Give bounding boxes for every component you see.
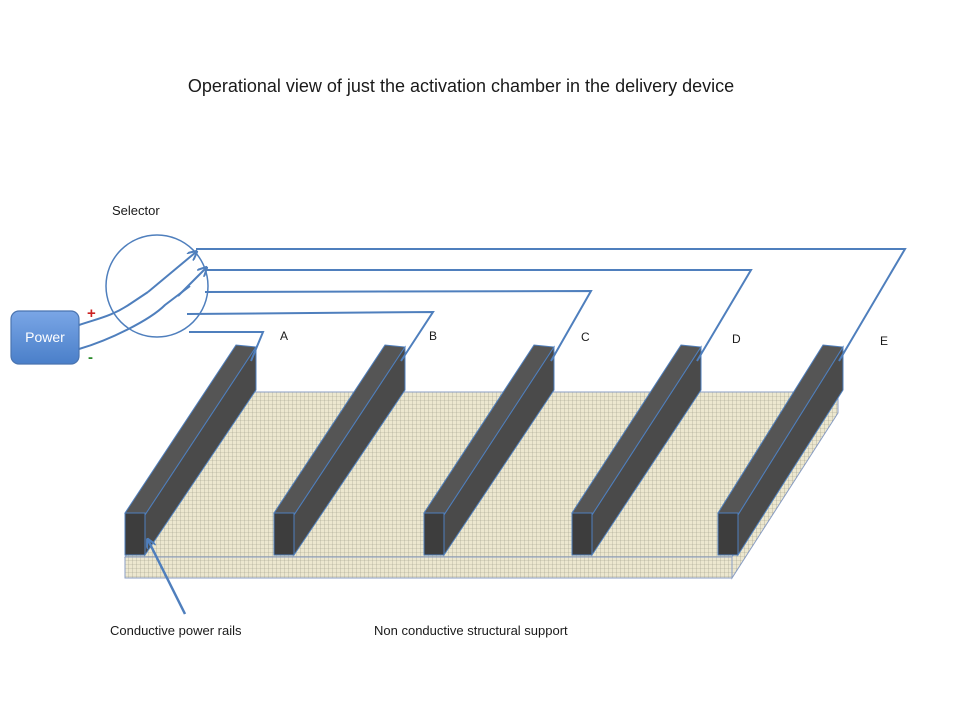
- wire-to-rail-a: [189, 331, 265, 362]
- selector-arm-positive: [147, 252, 196, 293]
- power-positive-lead: [78, 291, 149, 326]
- rail-label-b: B: [429, 329, 437, 343]
- conductive-rails: [124, 344, 844, 557]
- conductive-rails-label: Conductive power rails: [110, 623, 242, 638]
- rail-a: [124, 344, 257, 557]
- rail-b-front-face: [273, 512, 295, 556]
- selector-circle: [105, 234, 209, 338]
- rail-label-d: D: [732, 332, 741, 346]
- rail-a-front-face: [124, 512, 146, 556]
- structural-support-label: Non conductive structural support: [374, 623, 568, 638]
- wire-to-rail-d: [206, 269, 753, 362]
- rail-d: [571, 344, 702, 557]
- negative-terminal-sign: -: [88, 349, 93, 366]
- power-label: Power: [25, 329, 65, 345]
- rail-d-front-face: [571, 512, 593, 556]
- rail-label-c: C: [581, 330, 590, 344]
- power-negative-lead: [78, 285, 191, 350]
- wire-to-rail-e: [196, 248, 907, 362]
- rail-e: [717, 344, 844, 557]
- rail-label-a: A: [280, 329, 288, 343]
- rail-b: [273, 344, 406, 557]
- selector-arm-negative: [177, 268, 206, 297]
- diagram-title: Operational view of just the activation …: [188, 76, 734, 96]
- rail-e-front-face: [717, 512, 739, 556]
- rail-labels: A B C D E: [280, 329, 888, 348]
- positive-terminal-sign: +: [87, 305, 96, 322]
- rail-c: [423, 344, 555, 557]
- power-source: Power: [10, 310, 80, 365]
- wire-to-rail-b: [186, 310, 435, 362]
- wire-to-rail-c: [204, 289, 593, 362]
- rail-c-front-face: [423, 512, 445, 556]
- power-box: [10, 310, 80, 365]
- rail-label-e: E: [880, 334, 888, 348]
- selector-wires: [186, 248, 907, 362]
- conductive-rails-arrow: [148, 540, 187, 615]
- selector-label: Selector: [112, 203, 160, 218]
